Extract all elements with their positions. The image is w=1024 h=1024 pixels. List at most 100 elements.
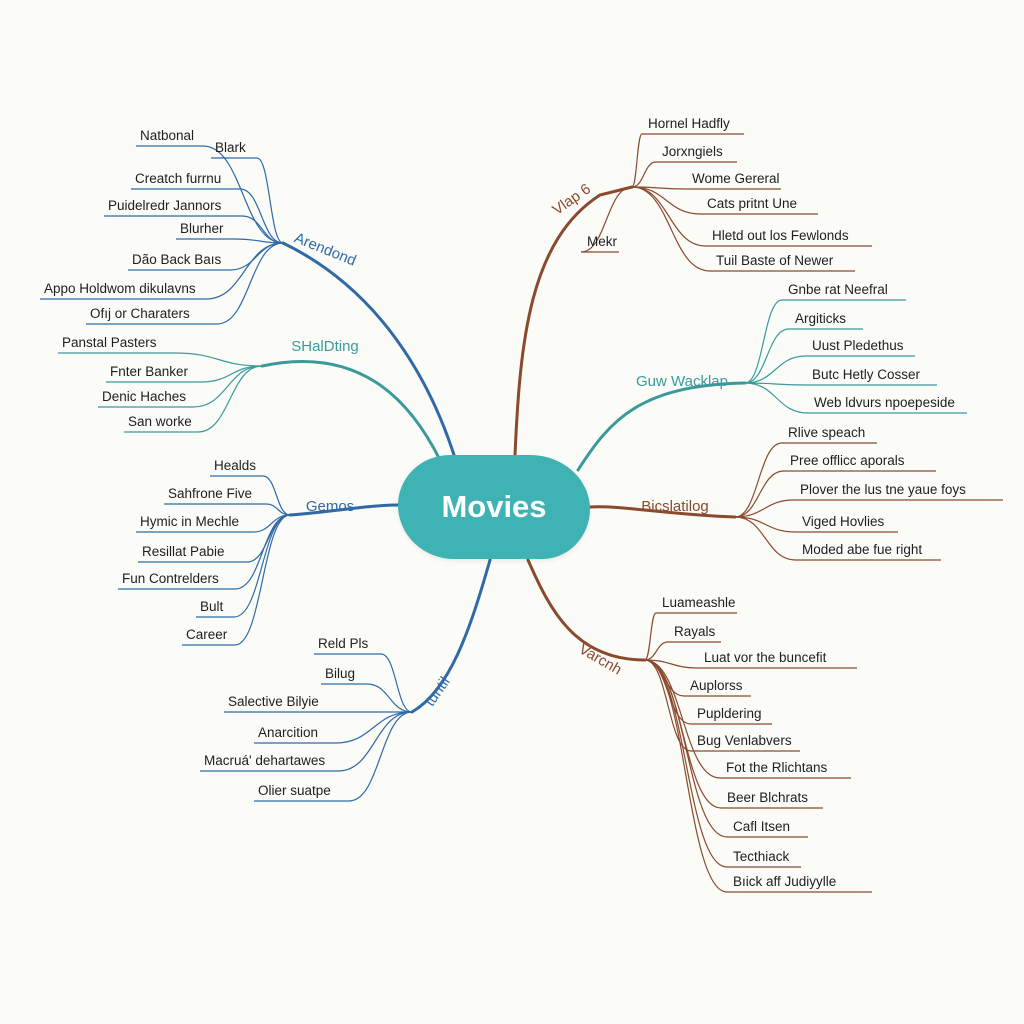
leaf-connector bbox=[239, 188, 284, 244]
leaf-connector bbox=[234, 514, 291, 646]
leaf-topic[interactable]: Luameashle bbox=[662, 595, 736, 610]
leaf-topic[interactable]: Luat vor the buncefit bbox=[704, 650, 827, 665]
leaf-connector bbox=[205, 242, 284, 300]
branch-connector bbox=[281, 241, 457, 460]
leaf-connector bbox=[380, 653, 413, 713]
leaf-topic[interactable]: Healds bbox=[214, 458, 256, 473]
leaf-connector bbox=[348, 711, 413, 802]
leaf-connector bbox=[337, 711, 413, 772]
leaf-connector bbox=[334, 711, 413, 744]
leaf-topic[interactable]: Bug Venlabvers bbox=[697, 733, 792, 748]
leaf-topic[interactable]: Reld Pls bbox=[318, 636, 369, 651]
branch-label[interactable]: tuntil bbox=[422, 674, 454, 710]
leaf-topic[interactable]: Resillat Pabie bbox=[142, 544, 225, 559]
leaf-topic[interactable]: Salective Bilyie bbox=[228, 694, 319, 709]
leaf-topic[interactable]: Dão Back Baıs bbox=[132, 252, 222, 267]
leaf-topic[interactable]: Mekr bbox=[587, 234, 618, 249]
leaf-topic[interactable]: Hornel Hadfly bbox=[648, 116, 730, 131]
leaf-topic[interactable]: Tecthiack bbox=[733, 849, 790, 864]
leaf-topic[interactable]: Beer Blchrats bbox=[727, 790, 808, 805]
leaf-topic[interactable]: San worke bbox=[128, 414, 192, 429]
leaf-topic[interactable]: Fun Contrelders bbox=[122, 571, 219, 586]
leaf-topic[interactable]: Auplorss bbox=[690, 678, 743, 693]
leaf-topic[interactable]: Argiticks bbox=[795, 311, 846, 326]
leaf-topic[interactable]: Gnbe rat Neefral bbox=[788, 282, 888, 297]
leaf-topic[interactable]: Uust Pledethus bbox=[812, 338, 904, 353]
leaf-topic[interactable]: Bıick aff Judiyylle bbox=[733, 874, 836, 889]
leaf-topic[interactable]: Fot the Rlichtans bbox=[726, 760, 828, 775]
leaf-connector bbox=[734, 470, 785, 518]
leaf-topic[interactable]: Viged Hovlies bbox=[802, 514, 885, 529]
branch-connector bbox=[410, 558, 492, 714]
leaf-topic[interactable]: Rlive speach bbox=[788, 425, 865, 440]
leaf-topic[interactable]: Cafl Itsen bbox=[733, 819, 790, 834]
leaf-topic[interactable]: Moded abe fue right bbox=[802, 542, 922, 557]
leaf-topic[interactable]: Hletd out los Fewlonds bbox=[712, 228, 849, 243]
leaf-topic[interactable]: Creatch furrnu bbox=[135, 171, 221, 186]
leaf-topic[interactable]: Panstal Pasters bbox=[62, 335, 157, 350]
leaf-connector bbox=[644, 659, 728, 838]
leaf-topic[interactable]: Web ldvurs npoepeside bbox=[814, 395, 955, 410]
leaf-topic[interactable]: Blurher bbox=[180, 221, 224, 236]
leaf-topic[interactable]: Appo Holdwom dikulavns bbox=[44, 281, 196, 296]
leaf-topic[interactable]: Pree offlicc aporals bbox=[790, 453, 905, 468]
leaf-topic[interactable]: Rayals bbox=[674, 624, 716, 639]
leaf-connector bbox=[734, 442, 783, 518]
leaf-topic[interactable]: Anarcition bbox=[258, 725, 318, 740]
leaf-topic[interactable]: Bult bbox=[200, 599, 224, 614]
leaf-connector bbox=[216, 242, 284, 325]
leaf-connector bbox=[644, 659, 692, 752]
leaf-topic[interactable]: Sahfrone Five bbox=[168, 486, 252, 501]
leaf-connector bbox=[241, 215, 284, 244]
leaf-connector bbox=[174, 352, 263, 367]
leaf-topic[interactable]: Blark bbox=[215, 140, 246, 155]
branch-connector bbox=[526, 558, 647, 662]
leaf-connector bbox=[197, 365, 263, 433]
leaf-topic[interactable]: Fnter Banker bbox=[110, 364, 189, 379]
branch-connector bbox=[576, 381, 747, 472]
leaf-topic[interactable]: Tuil Baste of Newer bbox=[716, 253, 834, 268]
branch-label[interactable]: Gemos bbox=[306, 498, 354, 515]
leaf-topic[interactable]: Pupldering bbox=[697, 706, 762, 721]
leaf-topic[interactable]: Cats pritnt Une bbox=[707, 196, 797, 211]
branch-label[interactable]: Varcnh bbox=[576, 641, 625, 679]
leaf-topic[interactable]: Wome Gereral bbox=[692, 171, 780, 186]
leaf-topic[interactable]: Plover the lus tne yaue foys bbox=[800, 482, 966, 497]
leaf-topic[interactable]: Ofıj or Charaters bbox=[90, 306, 190, 321]
leaf-topic[interactable]: Natbonal bbox=[140, 128, 194, 143]
branch-label[interactable]: Arendond bbox=[292, 229, 359, 269]
leaf-connector bbox=[744, 355, 807, 384]
leaf-connector bbox=[580, 186, 633, 253]
branch-label[interactable]: Vlap 6 bbox=[549, 180, 594, 218]
branch-connector bbox=[513, 185, 634, 457]
leaf-topic[interactable]: Olier suatpe bbox=[258, 783, 331, 798]
branch-connector bbox=[260, 360, 442, 462]
branch-label[interactable]: SHalDting bbox=[291, 338, 359, 355]
leaf-connector bbox=[631, 186, 711, 272]
branch-label[interactable]: Guw Wacklap bbox=[636, 373, 728, 390]
leaf-connector bbox=[734, 516, 797, 533]
leaf-topic[interactable]: Career bbox=[186, 627, 228, 642]
leaf-topic[interactable]: Puidelredr Jannors bbox=[108, 198, 222, 213]
central-topic-node[interactable]: Movies bbox=[398, 455, 590, 559]
leaf-connector bbox=[256, 157, 284, 244]
leaf-topic[interactable]: Jorxngiels bbox=[662, 144, 723, 159]
leaf-topic[interactable]: Macruá' dehartawes bbox=[204, 753, 325, 768]
leaf-topic[interactable]: Butc Hetly Cosser bbox=[812, 367, 921, 382]
leaf-connector bbox=[229, 242, 284, 271]
leaf-connector bbox=[192, 365, 263, 408]
leaf-topic[interactable]: Denic Haches bbox=[102, 389, 186, 404]
leaf-topic[interactable]: Bilug bbox=[325, 666, 355, 681]
branch-connector bbox=[288, 503, 400, 517]
branch-label[interactable]: Bicslatilog bbox=[641, 498, 709, 515]
leaf-topic[interactable]: Hymic in Mechle bbox=[140, 514, 239, 529]
